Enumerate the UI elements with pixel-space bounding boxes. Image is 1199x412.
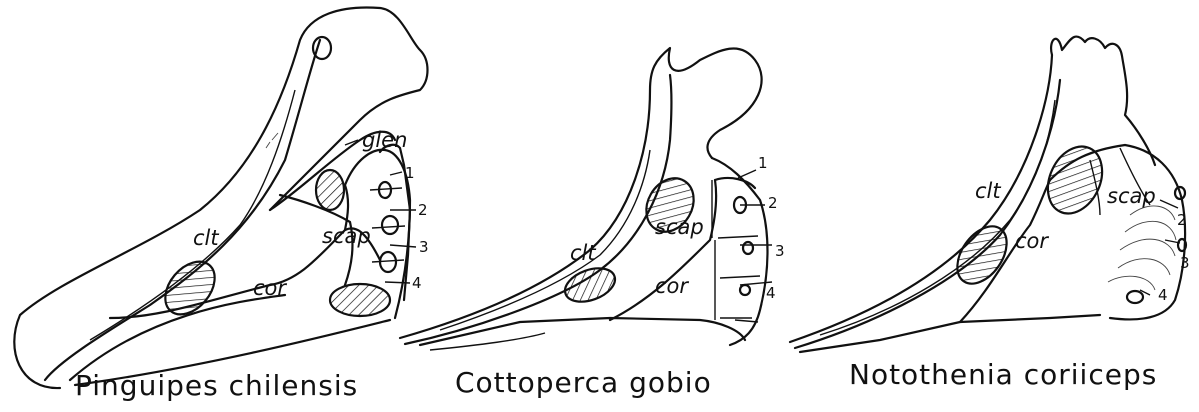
caption-pinguipes-chilensis: Pinguipes chilensis <box>75 369 358 402</box>
drawing-cottoperca-gobio <box>400 48 772 350</box>
label-clt: clt <box>975 179 1001 203</box>
radial-label-2: 2 <box>768 194 778 212</box>
label-clt: clt <box>570 241 596 265</box>
radial-label-2: 2 <box>418 201 428 219</box>
drawing-pinguipes-chilensis <box>14 7 427 388</box>
radial-label-3: 3 <box>1180 254 1190 272</box>
radial-label-4: 4 <box>412 274 422 292</box>
radial-label-1: 1 <box>758 154 768 172</box>
label-cor: cor <box>655 274 689 298</box>
caption-cottoperca-gobio: Cottoperca gobio <box>455 366 712 399</box>
radial-label-1: 1 <box>405 164 415 182</box>
label-scap: scap <box>655 215 704 239</box>
radial-label-4: 4 <box>766 284 776 302</box>
radial-label-4: 4 <box>1158 286 1168 304</box>
label-glen: glen <box>362 128 407 152</box>
radial-label-2: 2 <box>1177 211 1187 229</box>
label-cor: cor <box>253 276 287 300</box>
label-cor: cor <box>1015 229 1049 253</box>
radial-label-3: 3 <box>419 238 429 256</box>
radial-label-3: 3 <box>775 242 785 260</box>
label-scap: scap <box>322 224 371 248</box>
label-clt: clt <box>193 226 219 250</box>
label-scap: scap <box>1107 184 1156 208</box>
caption-notothenia-coriiceps: Notothenia coriiceps <box>849 358 1157 391</box>
